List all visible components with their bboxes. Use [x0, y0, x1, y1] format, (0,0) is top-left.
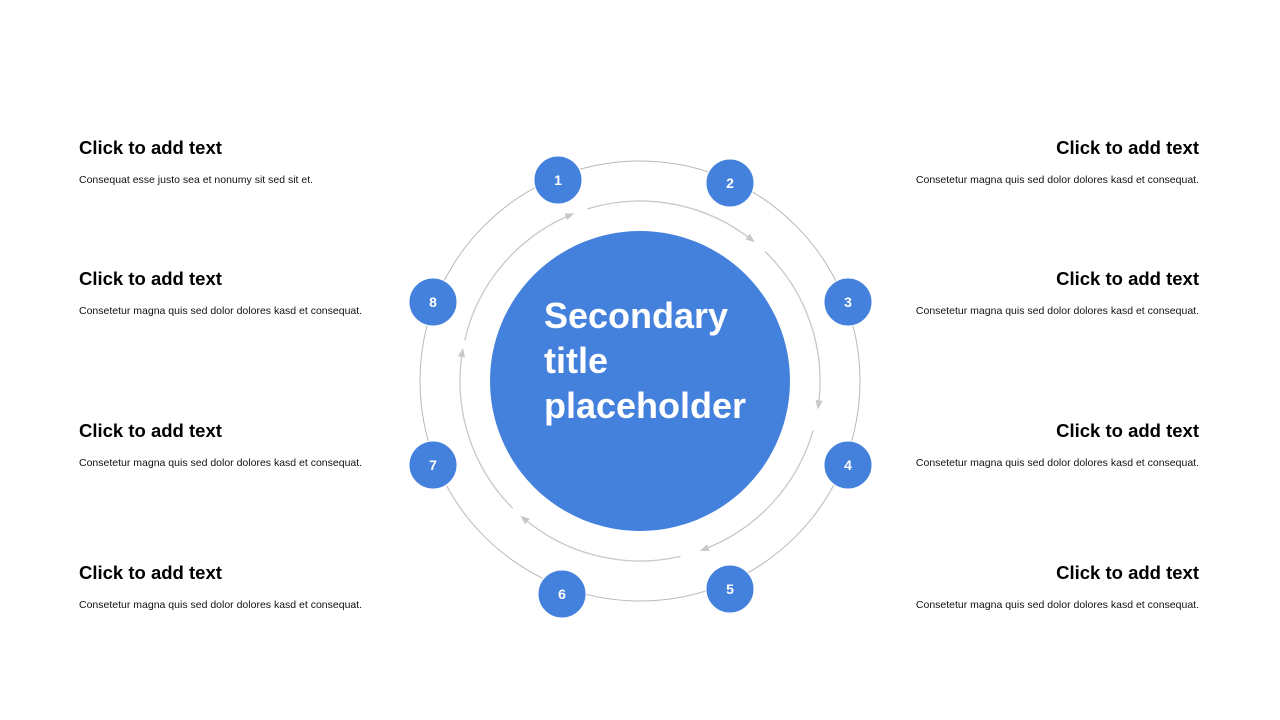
item-heading[interactable]: Click to add text — [1056, 137, 1199, 158]
step-node-number: 6 — [558, 586, 566, 602]
step-node-circle — [537, 569, 587, 619]
step-node-circle — [823, 277, 873, 327]
item-body[interactable]: Consequat esse justo sea et nonumy sit s… — [79, 174, 314, 186]
item-body[interactable]: Consetetur magna quis sed dolor dolores … — [915, 305, 1199, 317]
step-node-number: 3 — [844, 294, 852, 310]
step-node-number: 1 — [554, 172, 562, 188]
step-node-number: 2 — [726, 175, 734, 191]
item-body[interactable]: Consetetur magna quis sed dolor dolores … — [79, 599, 363, 611]
step-node-circle — [533, 155, 583, 205]
step-node-8[interactable]: 8 — [408, 277, 458, 327]
step-node-3[interactable]: 3 — [823, 277, 873, 327]
step-node-4[interactable]: 4 — [823, 440, 873, 490]
item-heading[interactable]: Click to add text — [79, 420, 222, 441]
step-node-circle — [705, 564, 755, 614]
step-node-circle — [823, 440, 873, 490]
step-node-circle — [408, 277, 458, 327]
center-circle — [490, 231, 790, 531]
cycle-arrow-4 — [520, 515, 681, 562]
step-node-number: 5 — [726, 581, 734, 597]
step-node-number: 8 — [429, 294, 437, 310]
step-node-1[interactable]: 1 — [533, 155, 583, 205]
cycle-arrow-1 — [587, 200, 755, 243]
item-body[interactable]: Consetetur magna quis sed dolor dolores … — [79, 305, 363, 317]
step-node-7[interactable]: 7 — [408, 440, 458, 490]
item-body[interactable]: Consetetur magna quis sed dolor dolores … — [915, 174, 1199, 186]
cycle-arrow-2 — [764, 251, 823, 410]
item-body[interactable]: Consetetur magna quis sed dolor dolores … — [915, 599, 1199, 611]
step-node-circle — [408, 440, 458, 490]
step-node-6[interactable]: 6 — [537, 569, 587, 619]
cycle-arrow-5 — [457, 347, 514, 509]
outer-ring — [419, 160, 861, 602]
item-body[interactable]: Consetetur magna quis sed dolor dolores … — [79, 457, 363, 469]
step-node-2[interactable]: 2 — [705, 158, 755, 208]
cycle-arrow-6 — [463, 213, 575, 341]
item-heading[interactable]: Click to add text — [79, 562, 222, 583]
item-heading[interactable]: Click to add text — [1056, 420, 1199, 441]
item-heading[interactable]: Click to add text — [1056, 562, 1199, 583]
cycle-arrow-3 — [699, 430, 814, 552]
item-heading[interactable]: Click to add text — [1056, 268, 1199, 289]
step-node-number: 4 — [844, 457, 852, 473]
item-heading[interactable]: Click to add text — [79, 137, 222, 158]
item-body[interactable]: Consetetur magna quis sed dolor dolores … — [915, 457, 1199, 469]
step-node-number: 7 — [429, 457, 437, 473]
center-title[interactable]: Secondary title placeholder — [544, 295, 747, 426]
step-node-circle — [705, 158, 755, 208]
item-heading[interactable]: Click to add text — [79, 268, 222, 289]
step-node-5[interactable]: 5 — [705, 564, 755, 614]
